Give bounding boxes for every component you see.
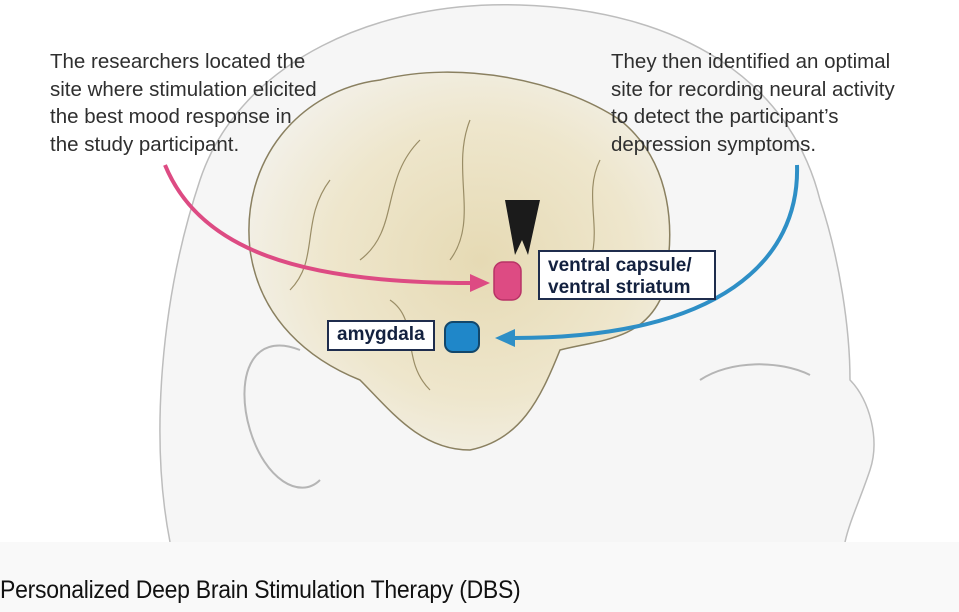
note-line: site where stimulation elicited bbox=[50, 77, 317, 101]
recording-arrow bbox=[514, 164, 800, 340]
note-line: the best mood response in bbox=[50, 105, 292, 128]
ventricles bbox=[505, 200, 540, 255]
note-line: They then identified an optimal bbox=[611, 50, 891, 73]
ventral-capsule-label: ventral capsule/ ventral striatum bbox=[538, 250, 716, 300]
note-line: to detect the participant’s bbox=[611, 105, 839, 128]
note-line: the study participant. bbox=[50, 132, 240, 156]
stimulation-arrow bbox=[163, 164, 471, 285]
ear bbox=[243, 344, 321, 489]
amygdala-label: amygdala bbox=[327, 320, 435, 351]
eye bbox=[699, 363, 811, 381]
recording-site bbox=[444, 321, 480, 353]
stimulation-site bbox=[493, 261, 522, 301]
recording-note: They then identified an optimal site for… bbox=[611, 48, 895, 158]
label-line: ventral capsule/ bbox=[548, 255, 692, 276]
note-line: site for recording neural activity bbox=[611, 77, 895, 101]
brain bbox=[248, 71, 671, 451]
brain-illustration: The researchers located the site where s… bbox=[50, 3, 895, 542]
video-title: Personalized Deep Brain Stimulation Ther… bbox=[0, 576, 521, 604]
note-line: depression symptoms. bbox=[611, 132, 817, 156]
note-line: The researchers located the bbox=[50, 50, 306, 73]
stimulation-note: The researchers located the site where s… bbox=[50, 48, 317, 158]
label-line: ventral striatum bbox=[548, 277, 691, 298]
head-sketch bbox=[159, 3, 875, 542]
